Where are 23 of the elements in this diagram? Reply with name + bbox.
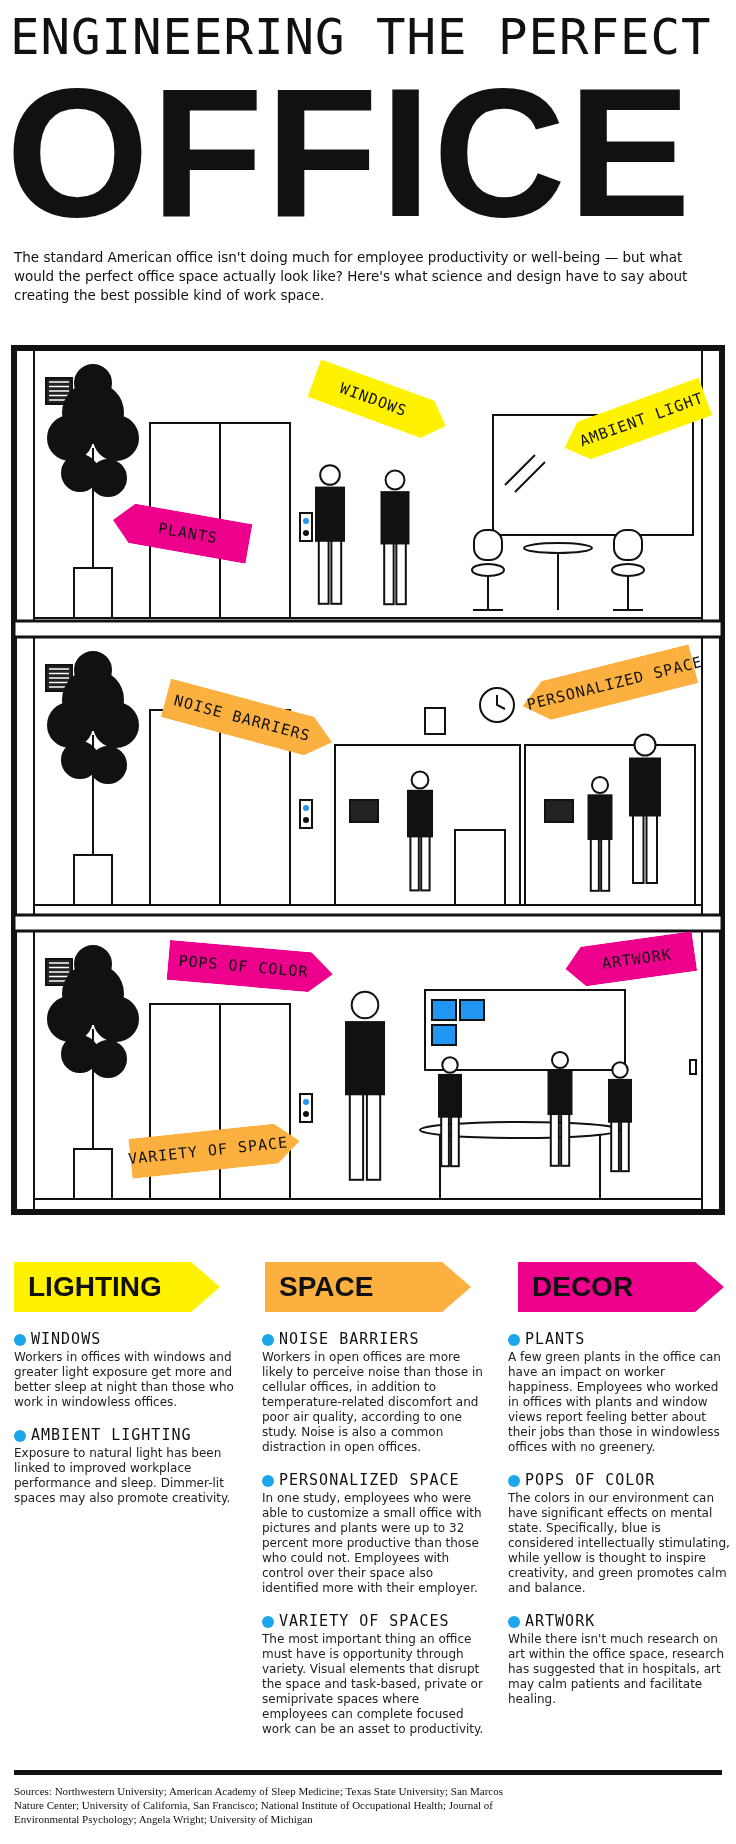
item-heading: WINDOWS (31, 1330, 103, 1348)
item-body: The colors in our environment can have significant effects on mental state. Specifically, blue is considered intellectually stimulating, while yellow is thought to inspire creativity, and green promotes calm and balance. (508, 1491, 730, 1596)
item-body: While there isn't much research on art within the office space, research has suggested that in hospitals, art may calm patients and facilitate healing. (508, 1632, 725, 1707)
section-header-banner: DECOR (518, 1262, 724, 1312)
item-heading: POPS OF COLOR (525, 1471, 657, 1489)
section-header-banner: LIGHTING (14, 1262, 220, 1312)
item-heading: PERSONALIZED SPACE (279, 1471, 461, 1489)
item-heading: AMBIENT LIGHTING (31, 1426, 193, 1444)
intro-paragraph: The standard American office isn't doing much for employee productivity or well-being — but what would the perfect office space actually look like? Here's what science and design have to say about creating the best possible kind of work space. (14, 248, 689, 305)
item-heading: PLANTS (525, 1330, 587, 1348)
item-heading: ARTWORK (525, 1612, 597, 1630)
item-heading: NOISE BARRIERS (279, 1330, 421, 1348)
item-body: Workers in offices with windows and greater light exposure get more and better sleep at night than those who work in windowless offices. (14, 1350, 235, 1410)
label-tag: POPS OF COLOR (166, 939, 335, 995)
item-body: A few green plants in the office can have an impact on worker happiness. Employees who worked in offices with plants and window views report feeling better about their jobs than those in windowless offices with no greenery. (508, 1350, 722, 1455)
item-body: Exposure to natural light has been linked to improved workplace performance and sleep. Dimmer-lit spaces may also promote creativity. (14, 1446, 232, 1506)
label-tag: VARIETY OF SPACE (128, 1121, 302, 1179)
sources-note: Sources: Northwestern University; American Academy of Sleep Medicine; Texas State University; San Marcos Nature Center; University of California, San Francisco; National Institute of Occupational Health; Journal of Environmental Psychology; Angela Wright; University of Michigan (14, 1784, 505, 1826)
item-heading: VARIETY OF SPACES (279, 1612, 451, 1630)
section-header-banner: SPACE (265, 1262, 471, 1312)
item-body: Workers in open offices are more likely to perceive noise than those in cellular offices, in addition to temperature-related discomfort and poor air quality, according to one study. Noise is also a common distraction in open offices. (262, 1350, 484, 1455)
item-body: In one study, employees who were able to customize a small office with pictures and plants were up to 32 percent more productive than those who could not. Employees with control over their space also identified more with their employer. (262, 1491, 483, 1596)
item-body: The most important thing an office must have is opportunity through variety. Visual elements that disrupt the space and task-based, private or semiprivate spaces where employees can complete focused work can be an asset to productivity. (262, 1632, 484, 1737)
